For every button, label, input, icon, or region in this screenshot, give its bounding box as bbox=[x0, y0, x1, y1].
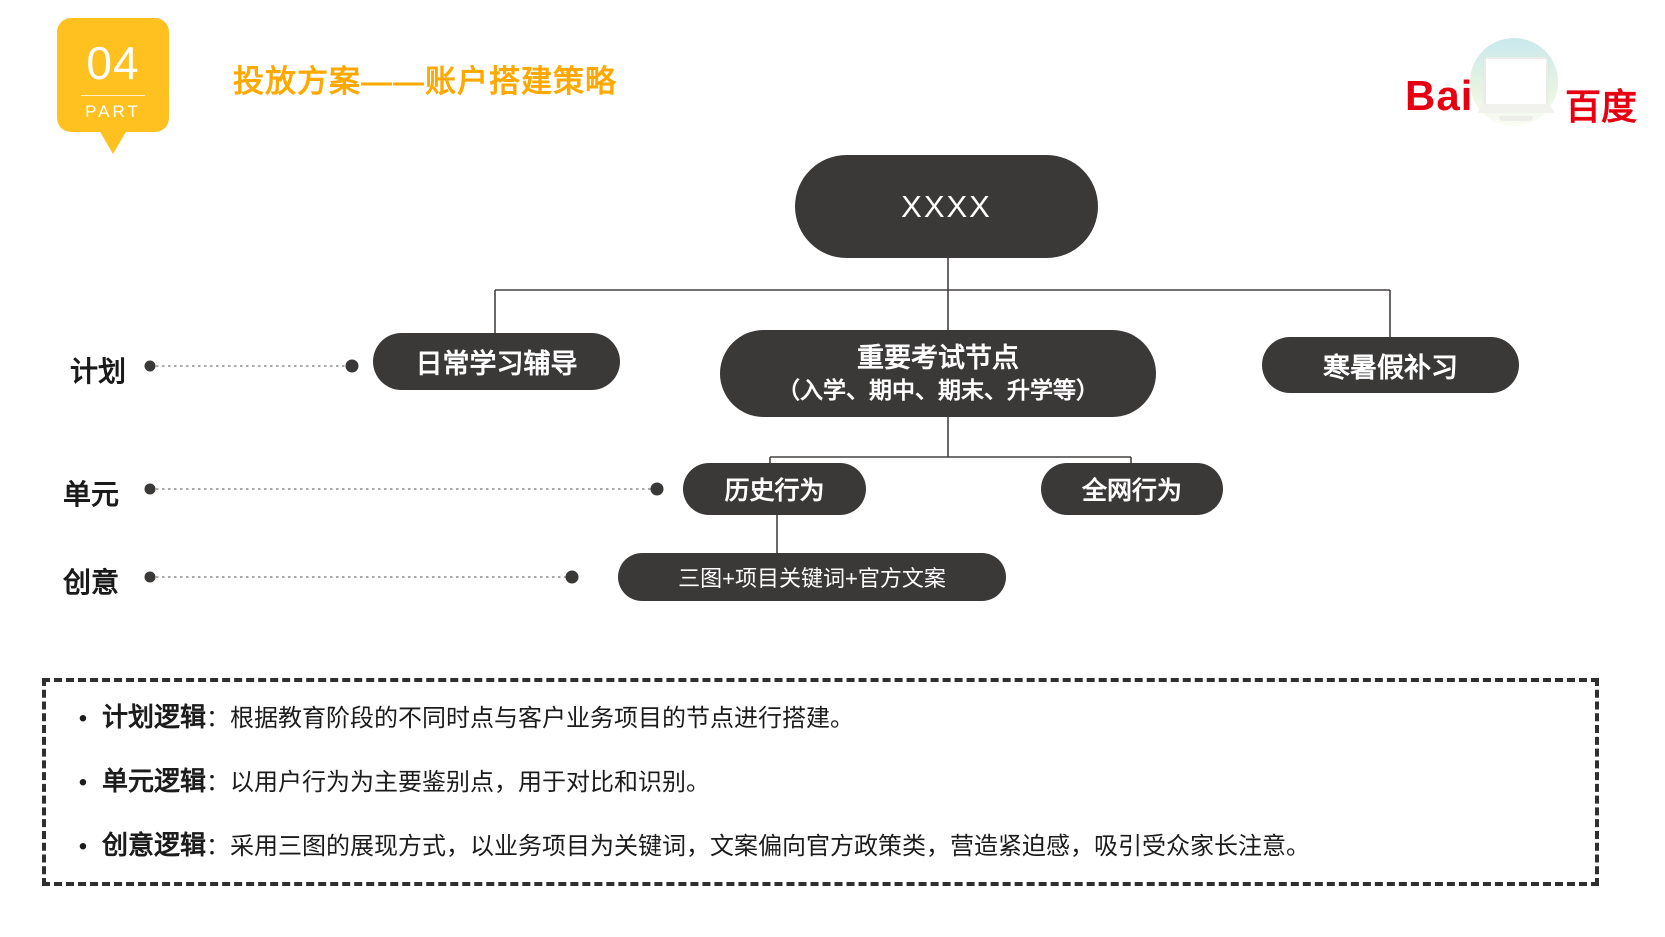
laptop-foot bbox=[1499, 116, 1533, 121]
page-title: 投放方案——账户搭建策略 bbox=[233, 64, 617, 99]
note-text: ：采用三图的展现方式，以业务项目为关键词，文案偏向官方政策类，营造紧迫感，吸引受… bbox=[206, 832, 1311, 860]
part-number: 04 bbox=[86, 37, 140, 89]
note-term: 计划逻辑 bbox=[102, 702, 207, 733]
laptop-icon bbox=[1484, 57, 1548, 106]
baidu-logo: Bai 百度 bbox=[1400, 30, 1650, 140]
part-badge: 04 PART bbox=[57, 18, 169, 132]
part-label: PART bbox=[85, 102, 141, 121]
row-label-creative: 创意 bbox=[63, 567, 120, 598]
node-network-behavior: 全网行为 bbox=[1041, 463, 1223, 515]
node-history-behavior: 历史行为 bbox=[683, 463, 866, 515]
logo-cn-text: 百度 bbox=[1565, 86, 1638, 127]
laptop-base bbox=[1477, 104, 1555, 113]
note-term: 创意逻辑 bbox=[102, 829, 207, 860]
node-daily-tutoring: 日常学习辅导 bbox=[373, 333, 620, 390]
badge-pointer bbox=[99, 130, 127, 154]
note-bullet: • bbox=[78, 832, 88, 860]
note-text: ：根据教育阶段的不同时点与客户业务项目的节点进行搭建。 bbox=[206, 705, 855, 733]
node-exam-title: 重要考试节点 bbox=[857, 343, 1019, 373]
note-item-creative: • 创意逻辑 ：采用三图的展现方式，以业务项目为关键词，文案偏向官方政策类，营造… bbox=[64, 830, 1595, 862]
part-divider bbox=[81, 95, 145, 96]
row-label-plan: 计划 bbox=[70, 356, 127, 387]
note-bullet: • bbox=[78, 769, 88, 797]
node-creative-format: 三图+项目关键词+官方文案 bbox=[618, 553, 1006, 601]
notes-box: • 计划逻辑 ：根据教育阶段的不同时点与客户业务项目的节点进行搭建。 • 单元逻… bbox=[42, 678, 1599, 886]
node-winter-summer-tutoring: 寒暑假补习 bbox=[1262, 337, 1519, 393]
row-label-unit: 单元 bbox=[63, 479, 120, 510]
node-exam-subtitle: （入学、期中、期末、升学等） bbox=[777, 377, 1099, 404]
note-bullet: • bbox=[78, 705, 88, 733]
tree-connectors bbox=[144, 257, 1391, 584]
note-item-plan: • 计划逻辑 ：根据教育阶段的不同时点与客户业务项目的节点进行搭建。 bbox=[64, 702, 1595, 734]
logo-bai-text: Bai bbox=[1405, 72, 1474, 119]
note-item-unit: • 单元逻辑 ：以用户行为为主要鉴别点，用于对比和识别。 bbox=[64, 766, 1595, 798]
node-exam-milestones: 重要考试节点 （入学、期中、期末、升学等） bbox=[720, 330, 1156, 417]
tree-root-node: XXXX bbox=[795, 155, 1098, 258]
note-term: 单元逻辑 bbox=[102, 766, 207, 797]
note-text: ：以用户行为为主要鉴别点，用于对比和识别。 bbox=[206, 769, 711, 797]
